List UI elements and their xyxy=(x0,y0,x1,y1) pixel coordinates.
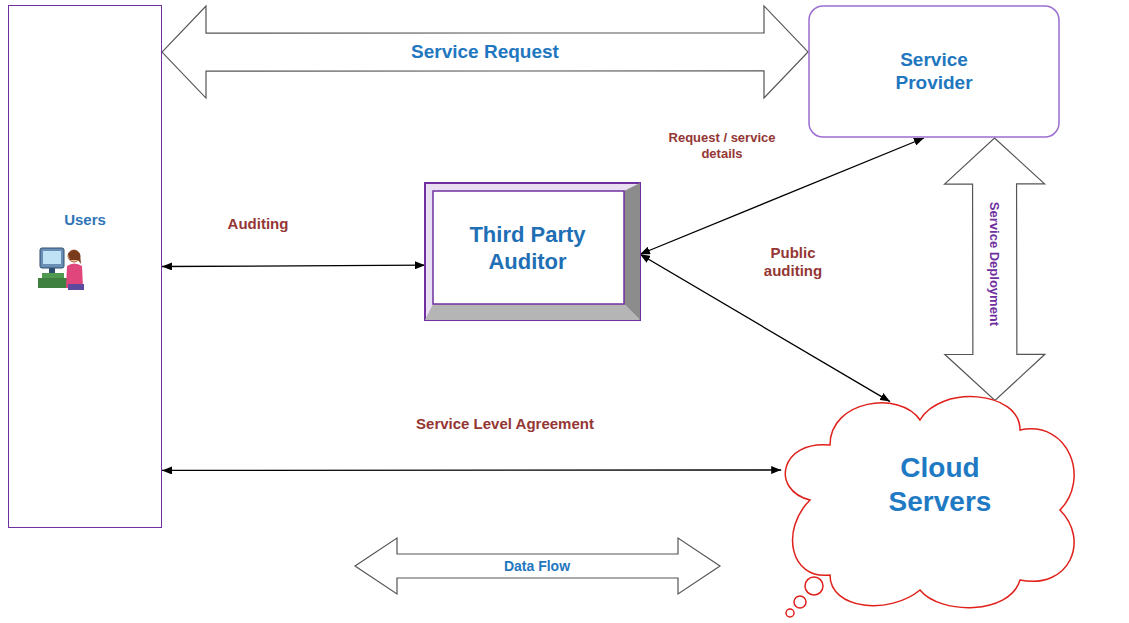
node-label: Users xyxy=(64,211,106,229)
edge-label: Service Level Agreement xyxy=(413,414,597,434)
block-arrow xyxy=(945,138,1045,400)
service-provider-box: Service Provider xyxy=(808,5,1060,138)
cloud-shape: Cloud Servers xyxy=(770,380,1090,620)
user-icon xyxy=(38,248,84,290)
connector-arrow xyxy=(162,469,781,471)
block-arrow xyxy=(162,6,808,98)
data-flow-arrow xyxy=(355,538,720,594)
node-label: Service Provider xyxy=(864,49,1004,95)
node-label: Third Party Auditor xyxy=(453,222,603,275)
edge-label: Service Request xyxy=(408,40,562,65)
edge-label: Request / service details xyxy=(654,129,790,162)
edge-label: Public auditing xyxy=(750,243,836,281)
connector-arrow xyxy=(162,265,425,266)
edge-label: Auditing xyxy=(225,214,292,234)
auditor-box: Third Party Auditor xyxy=(425,183,640,320)
data-flow-label: Data Flow xyxy=(504,558,570,575)
node-label: Cloud Servers xyxy=(870,451,1010,518)
edge-label: Service Deployment xyxy=(985,199,1003,329)
user-box: Users xyxy=(8,5,162,528)
